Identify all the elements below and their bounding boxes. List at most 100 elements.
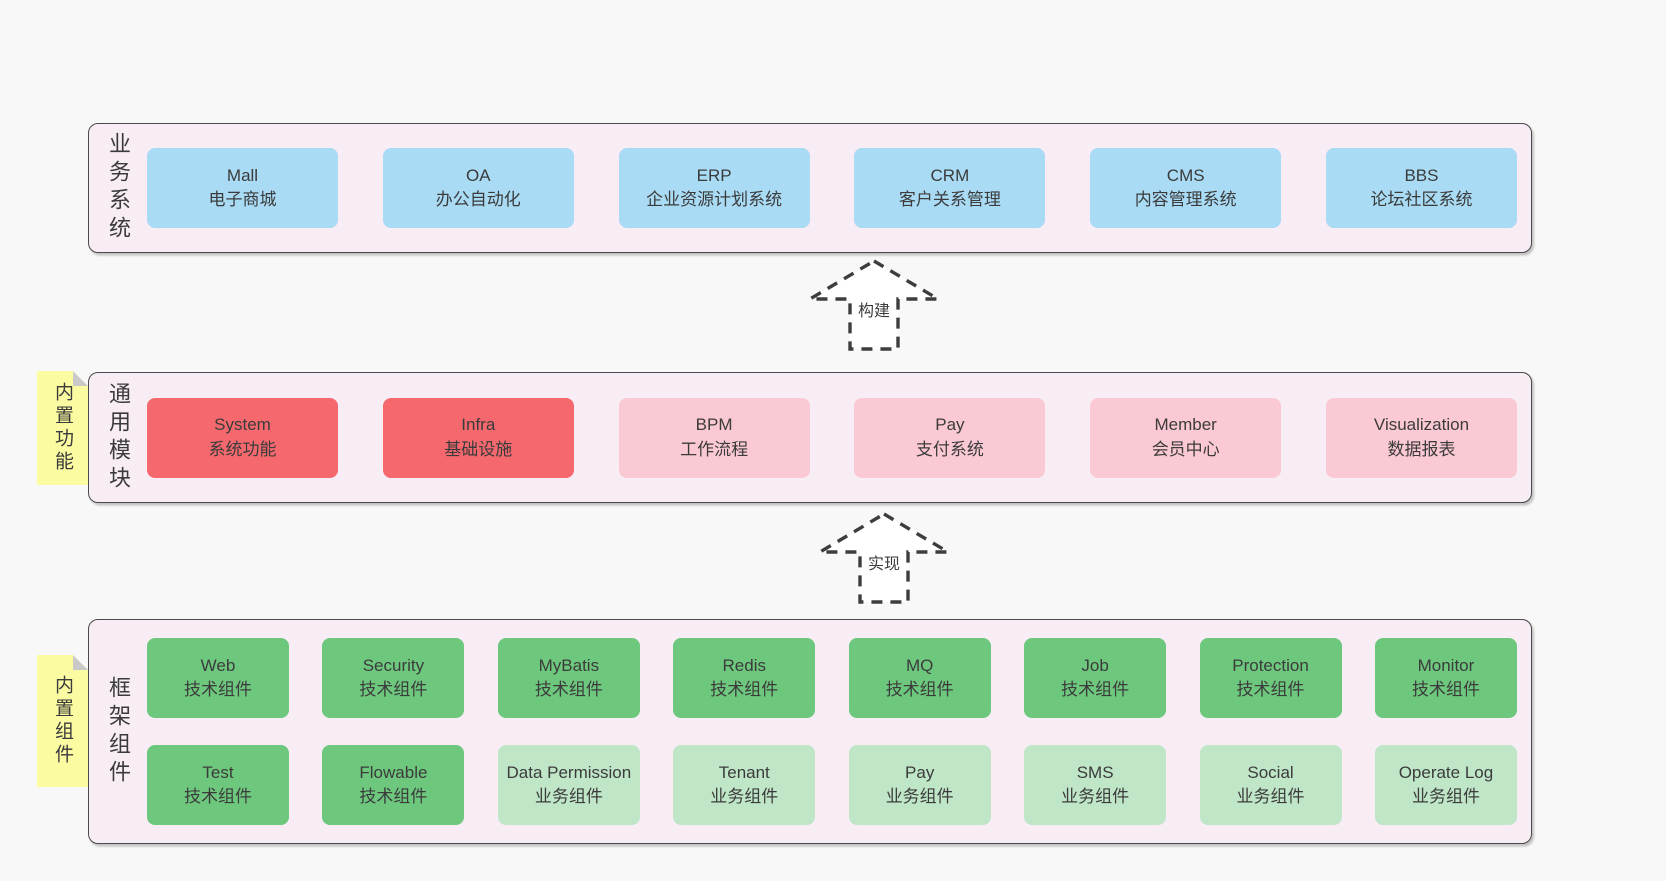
panel-side-label: 框架组件 (106, 675, 131, 788)
box-subtitle: 业务组件 (1236, 787, 1305, 806)
box-mq: MQ 技术组件 (848, 638, 991, 718)
box-title: Monitor (1417, 655, 1475, 675)
box-title: Social (1247, 762, 1294, 782)
arrow-build-label: 构建 (855, 297, 893, 321)
box-title: OA (466, 165, 491, 185)
box-protection: Protection 技术组件 (1199, 638, 1342, 718)
box-title: System (214, 415, 271, 435)
box-redis: Redis 技术组件 (673, 638, 816, 718)
box-title: Redis (722, 655, 766, 675)
box-subtitle: 技术组件 (359, 680, 428, 699)
panel-side-label: 通用模块 (106, 381, 131, 494)
box-subtitle: 技术组件 (1236, 680, 1305, 699)
box-row: System 系统功能 Infra 基础设施 BPM 工作流程 Pay 支付系统 Member 会… (147, 397, 1517, 478)
box-title: Test (202, 762, 234, 782)
box-title: Pay (935, 415, 965, 435)
box-title: Visualization (1373, 415, 1470, 435)
box-subtitle: 技术组件 (184, 787, 252, 806)
panel-common-modules: 通用模块 System 系统功能 Infra 基础设施 BPM 工作流程 Pay 支付系统 Me… (88, 372, 1532, 503)
box-title: MyBatis (538, 655, 600, 675)
box-title: Job (1081, 655, 1109, 675)
box-subtitle: 业务组件 (885, 787, 954, 806)
box-subtitle: 技术组件 (1411, 680, 1480, 699)
box-subtitle: 支付系统 (915, 439, 984, 459)
box-title: Mall (226, 165, 259, 185)
box-title: Member (1154, 415, 1217, 435)
box-subtitle: 系统功能 (208, 439, 277, 459)
box-title: CMS (1166, 165, 1205, 185)
box-subtitle: 数据报表 (1387, 439, 1456, 459)
box-job: Job 技术组件 (1024, 638, 1167, 718)
box-visualization: Visualization 数据报表 (1325, 397, 1517, 478)
box-subtitle: 内容管理系统 (1134, 190, 1237, 209)
box-subtitle: 技术组件 (710, 680, 779, 699)
box-subtitle: 业务组件 (534, 787, 603, 806)
box-mybatis: MyBatis 技术组件 (497, 638, 640, 718)
sticky-note-builtin-features: 内置功能 (37, 371, 88, 485)
box-subtitle: 基础设施 (444, 439, 513, 459)
box-test: Test 技术组件 (147, 745, 289, 825)
box-flowable: Flowable 技术组件 (322, 745, 465, 825)
box-subtitle: 技术组件 (885, 680, 954, 699)
sticky-note-builtin-components: 内置组件 (37, 655, 88, 787)
panel-side-label: 业务系统 (106, 132, 131, 244)
box-subtitle: 技术组件 (1061, 680, 1130, 699)
box-member: Member 会员中心 (1090, 397, 1282, 478)
box-web: Web 技术组件 (147, 638, 289, 718)
box-title: Infra (461, 415, 496, 435)
box-subtitle: 办公自动化 (435, 190, 521, 209)
box-subtitle: 客户关系管理 (898, 190, 1001, 209)
box-subtitle: 论坛社区系统 (1370, 190, 1473, 209)
panel-box-grid: System 系统功能 Infra 基础设施 BPM 工作流程 Pay 支付系统 Member 会… (147, 373, 1531, 502)
box-social: Social 业务组件 (1199, 745, 1342, 825)
box-pay: Pay 支付系统 (854, 397, 1046, 478)
box-bbs: BBS 论坛社区系统 (1325, 148, 1517, 228)
sticky-note-label: 内置组件 (52, 675, 73, 767)
box-subtitle: 业务组件 (710, 787, 779, 806)
box-cms: CMS 内容管理系统 (1090, 148, 1282, 228)
box-subtitle: 业务组件 (1411, 787, 1480, 806)
box-sms: SMS 业务组件 (1024, 745, 1167, 825)
box-subtitle: 业务组件 (1061, 787, 1130, 806)
arrow-implement: 实现 (816, 510, 952, 606)
box-security: Security 技术组件 (322, 638, 465, 718)
box-mall: Mall 电子商城 (147, 148, 338, 228)
box-subtitle: 企业资源计划系统 (646, 190, 783, 209)
box-system: System 系统功能 (147, 397, 338, 478)
box-title: Web (200, 655, 236, 675)
box-title: Tenant (718, 762, 770, 782)
box-title: CRM (930, 165, 970, 185)
box-tenant: Tenant 业务组件 (673, 745, 816, 825)
box-subtitle: 技术组件 (184, 680, 252, 699)
box-title: BPM (695, 415, 733, 435)
box-oa: OA 办公自动化 (382, 148, 574, 228)
arrow-build: 构建 (806, 257, 942, 353)
box-subtitle: 技术组件 (534, 680, 603, 699)
box-infra: Infra 基础设施 (382, 397, 574, 478)
box-bpm: BPM 工作流程 (618, 397, 810, 478)
box-subtitle: 工作流程 (680, 439, 749, 459)
box-title: Security (362, 655, 425, 675)
box-title: SMS (1076, 762, 1114, 782)
box-subtitle: 技术组件 (359, 787, 428, 806)
box-title: Flowable (359, 762, 428, 782)
box-monitor: Monitor 技术组件 (1374, 638, 1517, 718)
box-subtitle: 会员中心 (1151, 439, 1220, 459)
box-title: MQ (905, 655, 934, 675)
box-title: BBS (1404, 165, 1439, 185)
box-subtitle: 电子商城 (208, 190, 277, 209)
arrow-implement-label: 实现 (865, 550, 903, 574)
box-title: Protection (1232, 655, 1309, 675)
